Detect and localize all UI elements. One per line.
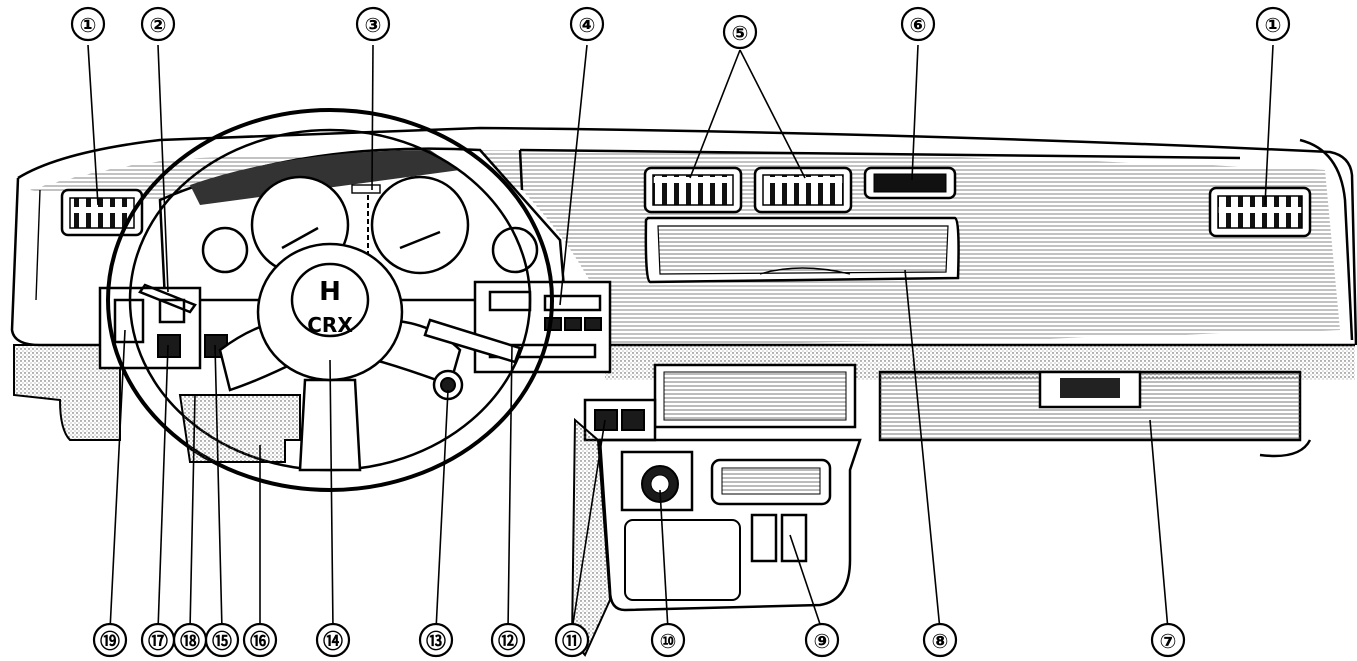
callout-15: ⑮ — [204, 622, 240, 658]
svg-text:⑤: ⑤ — [732, 21, 749, 45]
callout-5: ⑤ — [722, 14, 758, 50]
top-storage-tray — [644, 216, 960, 284]
defroster-vent — [863, 166, 957, 200]
svg-text:⑰: ⑰ — [148, 629, 168, 653]
callout-9: ⑨ — [804, 622, 840, 658]
callout-19: ⑲ — [92, 622, 128, 658]
crx-logo-text: CRX — [307, 313, 353, 337]
callout-6: ⑥ — [900, 6, 936, 42]
svg-text:⑲: ⑲ — [100, 629, 120, 653]
svg-text:⑦: ⑦ — [1160, 629, 1177, 653]
svg-text:③: ③ — [365, 13, 382, 37]
leader-lines — [87, 44, 1274, 631]
callout-12: ⑫ — [490, 622, 526, 658]
svg-text:⑪: ⑪ — [562, 629, 582, 653]
svg-text:⑨: ⑨ — [814, 629, 831, 653]
svg-text:⑧: ⑧ — [932, 629, 949, 653]
svg-text:⑮: ⑮ — [212, 629, 232, 653]
svg-text:⑬: ⑬ — [426, 629, 446, 653]
lower-left-panel — [178, 394, 301, 463]
svg-text:⑩: ⑩ — [660, 629, 677, 653]
svg-text:⑥: ⑥ — [910, 13, 927, 37]
svg-text:⑱: ⑱ — [180, 629, 200, 653]
steering-wheel: CRX H — [106, 108, 554, 492]
svg-text:⑫: ⑫ — [498, 629, 518, 653]
svg-text:⑯: ⑯ — [250, 629, 270, 653]
wiper-lever — [423, 318, 522, 364]
callout-11: ⑪ — [554, 622, 590, 658]
callout-7: ⑦ — [1150, 622, 1186, 658]
callout-4: ④ — [569, 6, 605, 42]
callout-16: ⑯ — [242, 622, 278, 658]
svg-text:④: ④ — [579, 13, 596, 37]
callout-10: ⑩ — [650, 622, 686, 658]
callout-18: ⑱ — [172, 622, 208, 658]
center-vents — [643, 166, 853, 214]
callout-1-right: ① — [1255, 6, 1291, 42]
callout-3: ③ — [355, 6, 391, 42]
lower-console — [570, 363, 862, 657]
callout-17: ⑰ — [140, 622, 176, 658]
glove-box — [1038, 370, 1142, 409]
svg-text:②: ② — [150, 13, 167, 37]
honda-h-logo: H — [319, 277, 341, 307]
callout-2: ② — [140, 6, 176, 42]
svg-text:①: ① — [80, 13, 97, 37]
svg-text:⑭: ⑭ — [323, 629, 343, 653]
callout-8: ⑧ — [922, 622, 958, 658]
left-outer-vent — [60, 188, 144, 237]
right-outer-vent — [1208, 186, 1312, 238]
svg-text:①: ① — [1265, 13, 1282, 37]
callout-13: ⑬ — [418, 622, 454, 658]
callout-1-left: ① — [70, 6, 106, 42]
callout-14: ⑭ — [315, 622, 351, 658]
